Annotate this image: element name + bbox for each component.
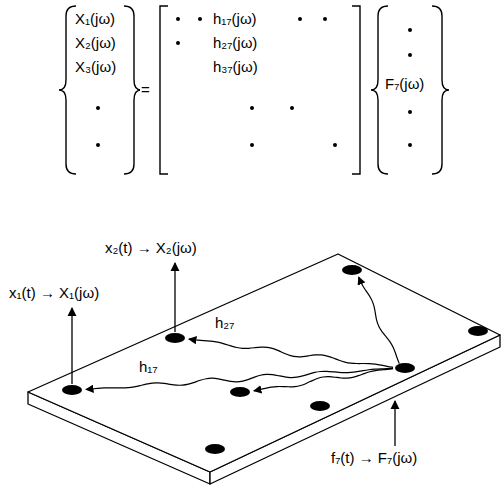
signal-label: x₁(t) → X₁(jω) (8, 284, 100, 302)
dot (96, 143, 100, 147)
right-brace (432, 6, 449, 174)
point (62, 385, 82, 395)
dot (333, 143, 337, 147)
transfer-paths (86, 277, 399, 391)
dot (408, 143, 412, 147)
matrix-right-bracket (352, 6, 360, 174)
response-arrow (174, 263, 175, 332)
point (165, 333, 185, 343)
equals-sign: = (140, 81, 151, 99)
response-arrow (71, 308, 72, 384)
transfer-function: h₁₇(jω) (212, 10, 258, 28)
response-term: X₂(jω) (74, 34, 117, 52)
dot (250, 143, 254, 147)
transfer-path (86, 368, 393, 389)
response-term: X₃(jω) (74, 58, 117, 76)
path-label: h₁₇ (138, 358, 159, 376)
force-arrow (394, 401, 395, 446)
signal-arrows (72, 263, 395, 446)
dot (298, 17, 302, 21)
point (468, 326, 488, 336)
dot (250, 106, 254, 110)
transfer-path (359, 277, 400, 364)
point (205, 444, 225, 454)
dot (290, 106, 294, 110)
transfer-path (189, 339, 393, 367)
dot (96, 106, 100, 110)
dot (408, 53, 412, 57)
matrix-left-bracket (160, 6, 168, 174)
signal-label: f₇(t) → F₇(jω) (330, 449, 418, 467)
dot (408, 28, 412, 32)
dot (323, 17, 327, 21)
transfer-function: h₂₇(jω) (212, 34, 258, 52)
point (342, 265, 362, 275)
matrix-brackets (59, 6, 449, 174)
dot (198, 17, 202, 21)
transfer-function: h₃₇(jω) (212, 58, 259, 76)
dot (176, 17, 180, 21)
point (395, 363, 415, 373)
force-term: F₇(jω) (384, 75, 425, 93)
left-brace (59, 6, 76, 174)
point (230, 387, 250, 397)
dot (176, 41, 180, 45)
measurement-points (62, 265, 488, 454)
path-label: h₂₇ (214, 314, 235, 332)
transfer-path (254, 369, 393, 391)
point (310, 401, 330, 411)
signal-label: x₂(t) → X₂(jω) (104, 239, 198, 257)
ellipsis-dots (96, 17, 412, 147)
response-term: X₁(jω) (74, 10, 116, 28)
right-brace (124, 6, 141, 174)
dot (408, 110, 412, 114)
